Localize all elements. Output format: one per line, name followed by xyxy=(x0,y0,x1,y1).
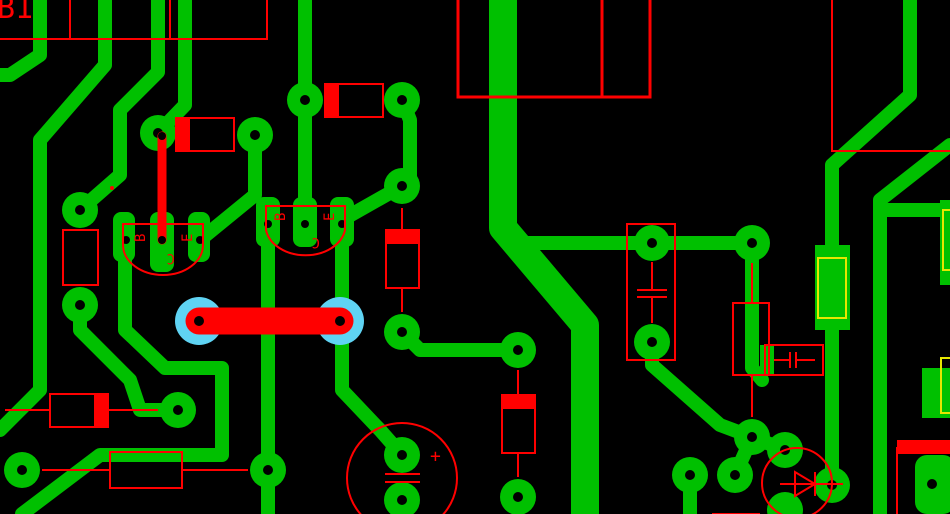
polarity-marks xyxy=(94,84,950,454)
pad[interactable] xyxy=(760,345,774,375)
yellow-outlines xyxy=(817,209,950,414)
component-outline[interactable] xyxy=(0,0,268,40)
trace[interactable] xyxy=(73,0,165,217)
trace[interactable] xyxy=(489,0,599,514)
silkscreen-text: B1 B C E B C E + xyxy=(0,0,441,467)
q-left-pin-c-label: C xyxy=(167,250,175,266)
electrolytic-plus-label: + xyxy=(430,446,441,467)
trace[interactable] xyxy=(15,223,229,514)
capacitor-outline[interactable] xyxy=(764,344,824,376)
pad[interactable] xyxy=(940,200,950,285)
pad[interactable] xyxy=(767,492,803,514)
origin-marker xyxy=(110,186,114,190)
trace[interactable] xyxy=(0,0,47,82)
component-outline[interactable] xyxy=(942,209,950,271)
capacitor-outline[interactable] xyxy=(626,223,676,361)
component-outline[interactable] xyxy=(831,0,950,152)
component-outline[interactable] xyxy=(940,357,950,414)
component-outline[interactable] xyxy=(817,257,847,319)
corner-ref-label: B1 xyxy=(0,0,33,26)
trace[interactable] xyxy=(0,0,112,437)
q-right-pin-c-label: C xyxy=(312,234,320,250)
selected-net[interactable] xyxy=(157,131,364,345)
q-right-pin-e-label: E xyxy=(322,213,338,221)
trace[interactable] xyxy=(193,128,262,247)
resistor-outline[interactable] xyxy=(62,229,99,286)
transistor-outline-right[interactable] xyxy=(265,205,346,257)
q-left-pin-b-label: B xyxy=(133,234,149,242)
pad[interactable] xyxy=(815,245,850,330)
q-right-pin-b-label: B xyxy=(273,213,289,221)
pad[interactable] xyxy=(922,368,950,418)
transistor-outline-left[interactable] xyxy=(122,223,204,276)
q-left-pin-e-label: E xyxy=(180,234,196,242)
electrolytic-capacitor-outline[interactable] xyxy=(346,422,458,514)
component-outline[interactable] xyxy=(456,0,652,99)
trace[interactable] xyxy=(873,138,950,514)
